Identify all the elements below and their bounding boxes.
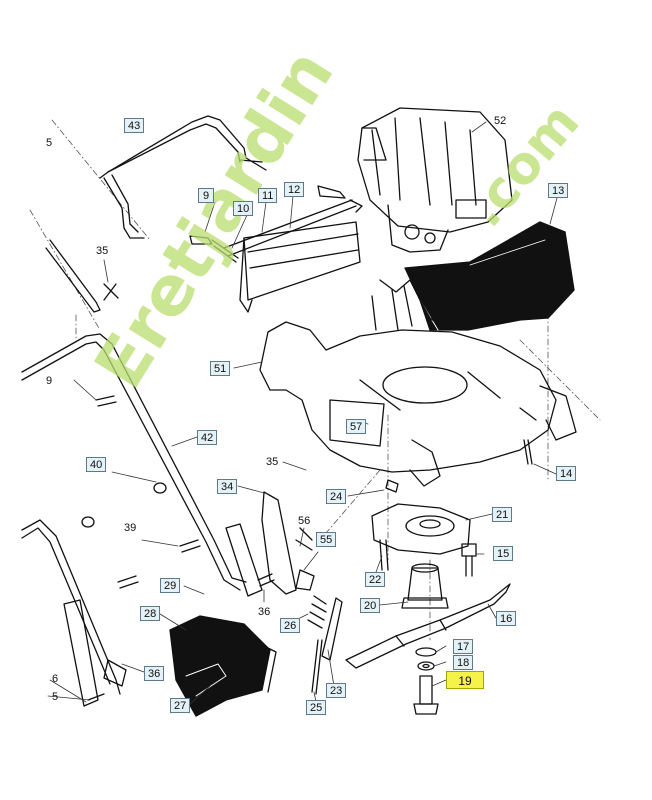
callout-29: 29 [160,578,181,593]
cable-tie-upper [45,239,119,313]
callout-35-top: 35 [96,245,109,257]
callout-11: 11 [258,188,278,203]
upper-handle [99,115,267,239]
callout-57: 57 [346,419,367,434]
lower-handle [21,333,247,695]
callout-36-mid: 36 [258,606,271,618]
callout-9: 9 [198,188,214,203]
callout-35-mid: 35 [266,456,279,468]
blade-fasteners [413,647,439,715]
edge-callout-5-top: 5 [46,137,53,149]
spring-and-rod [307,595,343,695]
bolt-15 [461,543,477,577]
callout-28: 28 [140,606,161,621]
callout-43: 43 [124,118,145,133]
callout-36-lower: 36 [144,666,165,681]
callout-16: 16 [496,611,517,626]
edge-callout-9-left: 9 [46,375,53,387]
callout-leaders [47,121,558,705]
callout-18: 18 [453,655,474,670]
callout-55: 55 [316,532,337,547]
callout-34: 34 [217,479,238,494]
callout-25: 25 [306,700,327,715]
callout-10: 10 [233,201,254,216]
callout-52: 52 [494,115,507,127]
callout-19-highlighted: 19 [446,671,484,689]
callout-12: 12 [284,182,305,197]
callout-15: 15 [493,546,514,561]
callout-24: 24 [326,489,347,504]
wheel-bracket [63,599,127,707]
bolt-14 [523,439,533,465]
discharge-tunnel [404,221,575,331]
rear-flap-assembly [189,185,363,313]
mulch-plug [169,615,277,717]
callout-51: 51 [210,361,231,376]
leader-guides [29,119,601,641]
edge-callout-6-left: 6 [52,673,59,685]
callout-13: 13 [548,183,569,198]
callout-26: 26 [280,618,301,633]
callout-42: 42 [197,430,218,445]
small-bolts [87,395,275,701]
callout-23: 23 [326,683,347,698]
callout-21: 21 [492,507,513,522]
callout-39: 39 [124,522,137,534]
engine [357,107,513,253]
callout-14: 14 [556,466,577,481]
cutting-blade [345,583,511,669]
callout-40: 40 [86,457,107,472]
callout-56: 56 [298,515,311,527]
blade-adapter [371,479,471,609]
callout-17: 17 [453,639,474,654]
callout-22: 22 [365,572,386,587]
wire-clips [81,482,167,528]
callout-27: 27 [170,698,191,713]
edge-callout-5-left: 5 [52,691,59,703]
callout-20: 20 [360,598,381,613]
height-adjust-brackets [225,491,315,597]
mower-deck [259,279,577,487]
